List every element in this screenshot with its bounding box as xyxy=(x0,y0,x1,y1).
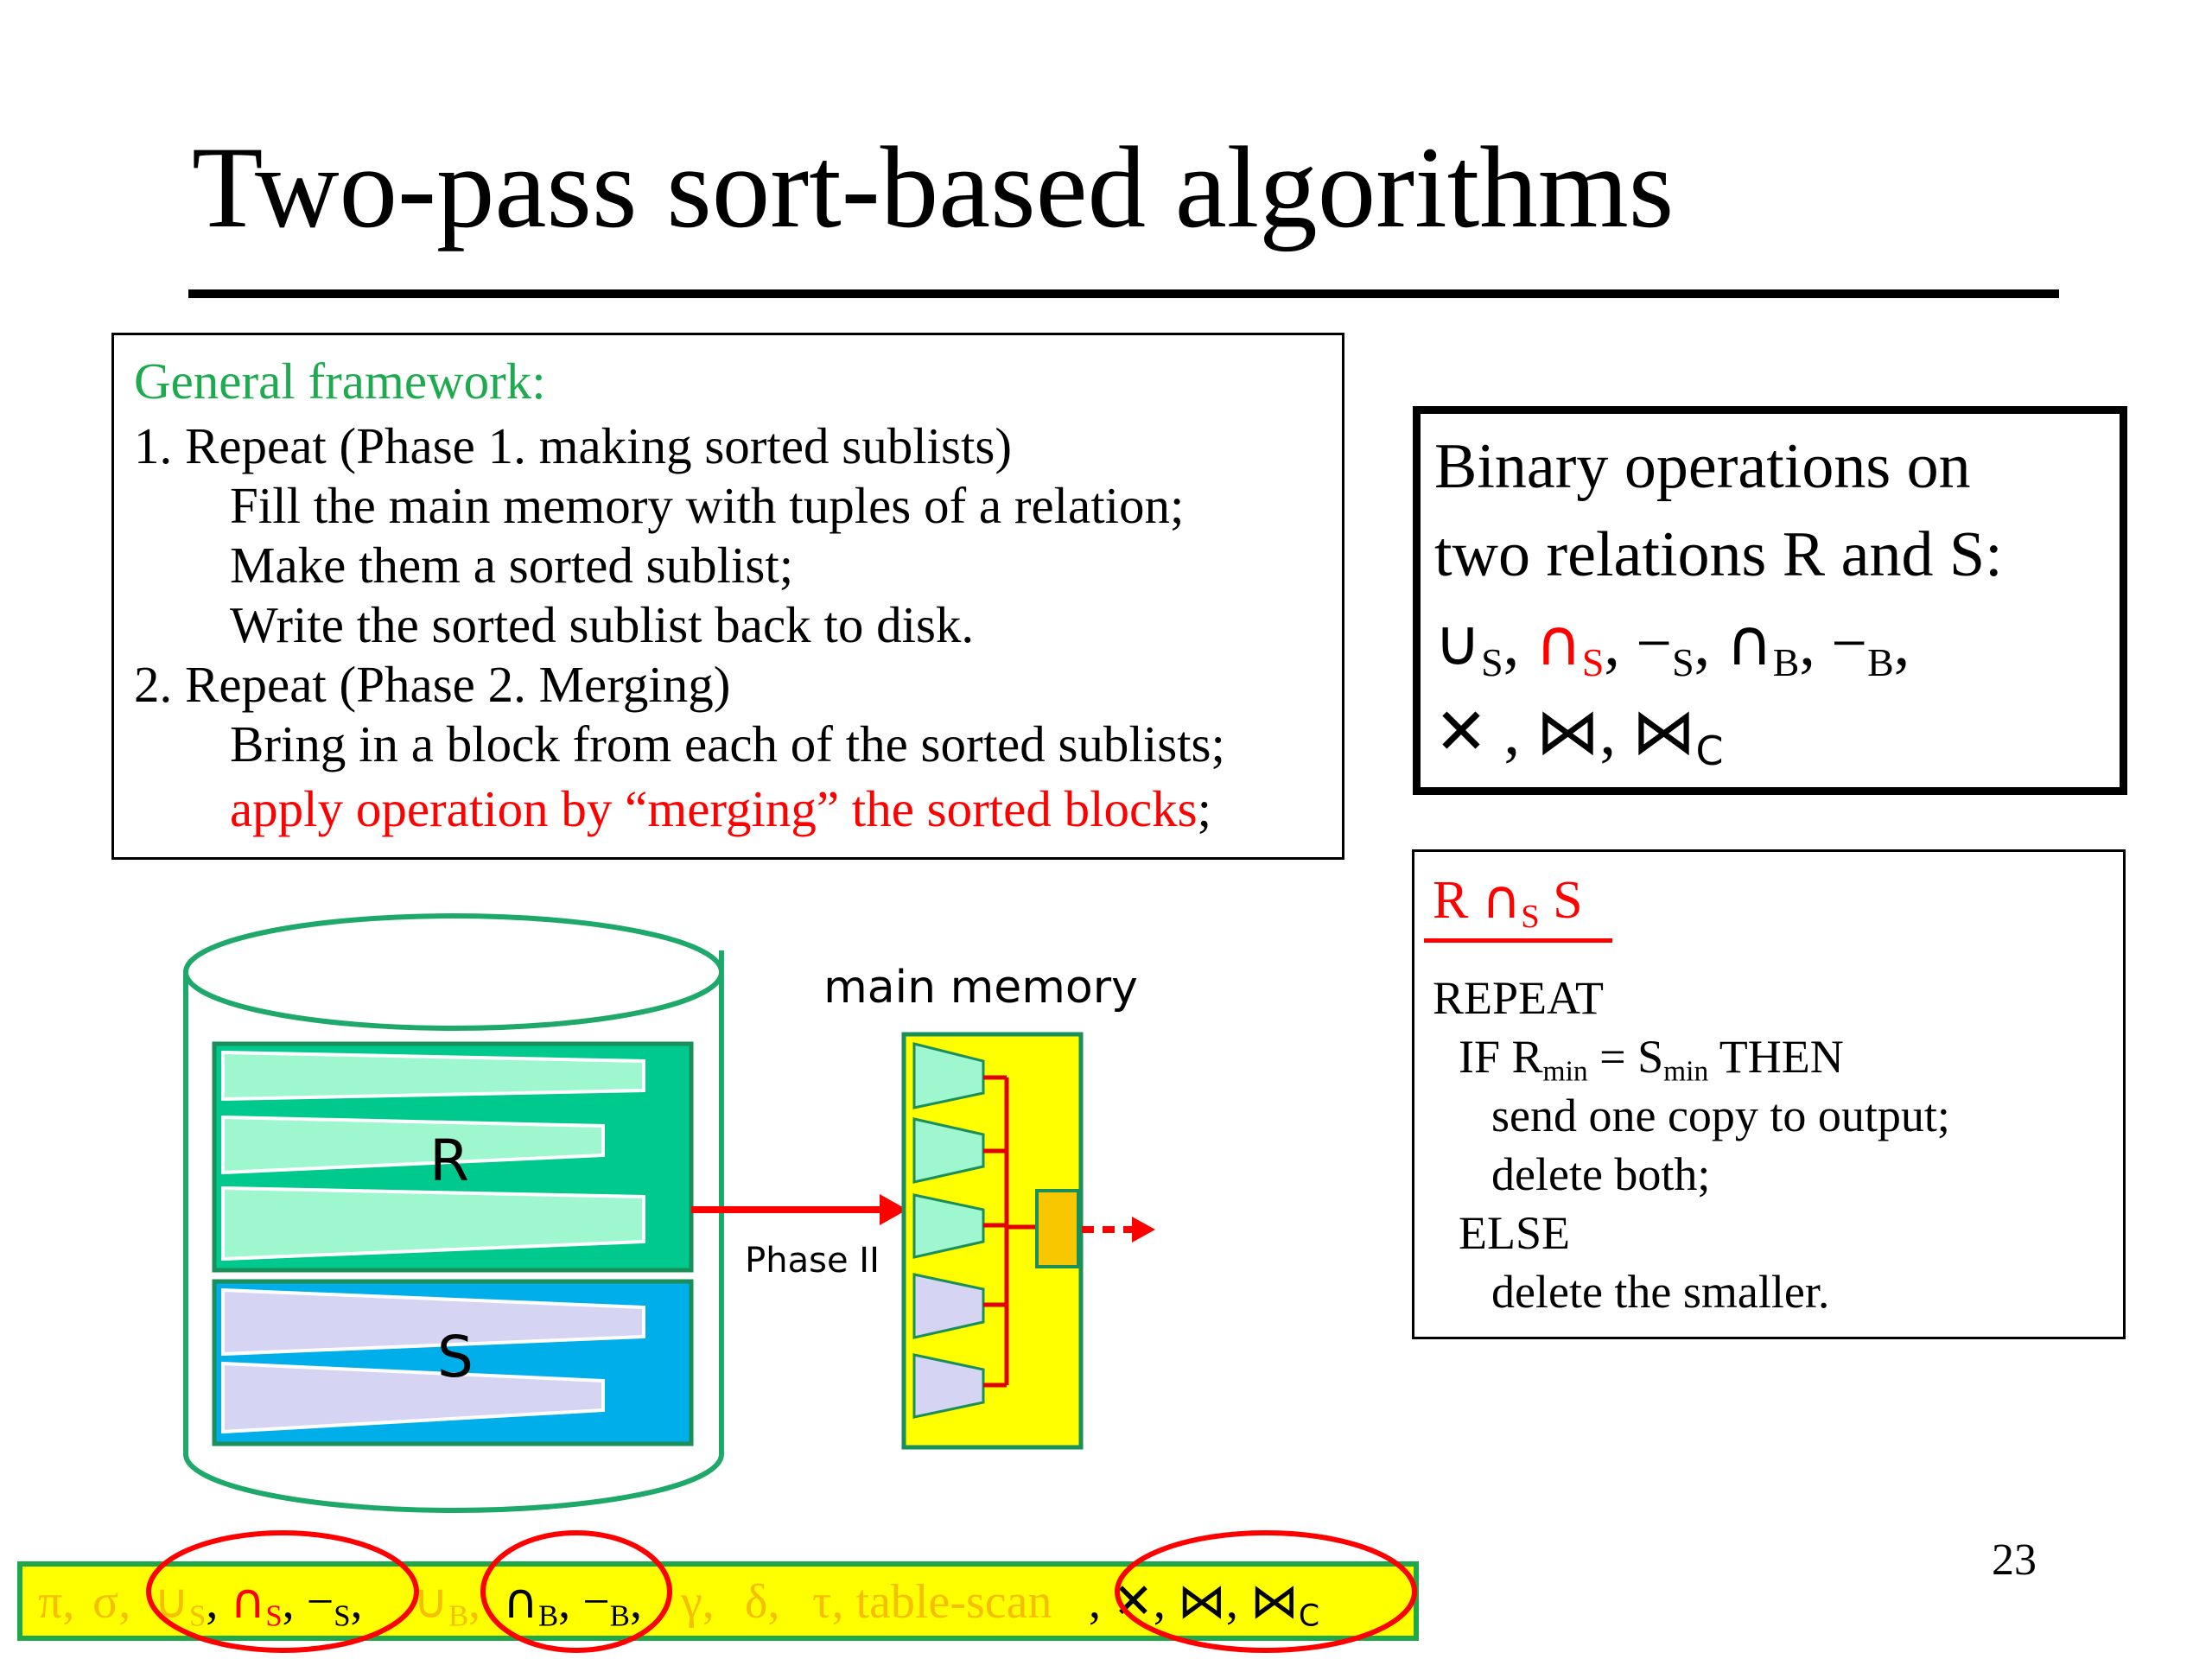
page-number: 23 xyxy=(1992,1535,2037,1585)
intersection-algorithm-box xyxy=(1412,849,2126,1339)
arrow-head-icon xyxy=(880,1194,907,1225)
s-sorted-sublist xyxy=(221,1287,645,1357)
algorithm-title: R ∩S S xyxy=(1433,868,1583,935)
relation-s-label: S xyxy=(437,1324,474,1390)
operator-intersect-set: ∩S xyxy=(230,1573,283,1633)
memory-buffer-s xyxy=(912,1273,985,1339)
framework-line-7: apply operation by “merging” the sorted … xyxy=(230,780,1212,837)
theta-join-icon: ⋈ xyxy=(1631,695,1696,769)
algorithm-if-line: IF Rmin = Smin THEN xyxy=(1459,1031,1844,1088)
memory-buffer-s xyxy=(912,1353,985,1419)
relation-r-label: R xyxy=(429,1128,469,1194)
r-sorted-sublist xyxy=(221,1115,605,1175)
cross-product-icon: ✕ xyxy=(1434,695,1489,769)
binary-ops-line-3: ∪S, ∩S, −S, ∩B, −B, xyxy=(1434,606,1910,684)
algorithm-repeat: REPEAT xyxy=(1433,972,1605,1024)
merge-connector xyxy=(983,1075,1037,1388)
memory-input-buffers xyxy=(912,1042,985,1419)
framework-heading: General framework: xyxy=(134,353,546,410)
intersect-set-symbol: ∩S xyxy=(1535,606,1605,684)
algorithm-send-line: send one copy to output; xyxy=(1491,1090,1950,1141)
framework-line-7-highlight: apply operation by “merging” the sorted … xyxy=(230,780,1198,837)
framework-line-1: 1. Repeat (Phase 1. making sorted sublis… xyxy=(134,417,1012,474)
operator-minus-bag: − xyxy=(582,1575,610,1629)
slide-title: Two-pass sort-based algorithms xyxy=(192,124,1675,252)
operator-intersect-bag: ∩ xyxy=(503,1573,538,1630)
highlight-circle-set-ops xyxy=(146,1530,419,1653)
natural-join-icon: ⋈ xyxy=(1177,1573,1226,1630)
binary-ops-line-4: ✕ , ⋈, ⋈C xyxy=(1434,695,1724,774)
algorithm-title-underline xyxy=(1424,938,1612,943)
memory-buffer-r xyxy=(912,1117,985,1184)
operator-minus-set: −S xyxy=(306,1575,351,1633)
minus-bag-symbol: − xyxy=(1831,608,1868,679)
general-framework-box xyxy=(111,333,1344,860)
operator-gamma: γ, xyxy=(681,1575,715,1629)
framework-line-3: Make them a sorted sublist; xyxy=(230,537,794,594)
main-memory-label: main memory xyxy=(823,962,1138,1014)
algorithm-delete-both: delete both; xyxy=(1491,1148,1711,1200)
binary-operations-box xyxy=(1413,406,2127,795)
binary-ops-line-2: two relations R and S: xyxy=(1434,519,2003,590)
phase-label: Phase II xyxy=(745,1241,880,1281)
framework-line-4: Write the sorted sublist back to disk. xyxy=(230,596,975,653)
operator-pi: π, xyxy=(38,1575,75,1629)
operator-bag-group: ∩B, −B, xyxy=(503,1573,654,1633)
title-underline xyxy=(188,289,2059,298)
operator-tau-table-scan: τ, table-scan xyxy=(812,1575,1052,1629)
framework-line-2: Fill the main memory with tuples of a re… xyxy=(230,477,1185,534)
natural-join-icon: ⋈ xyxy=(1535,695,1600,769)
operator-delta: δ, xyxy=(745,1575,780,1629)
union-set-symbol: ∪ xyxy=(1434,606,1482,680)
binary-ops-line-1: Binary operations on xyxy=(1434,431,1971,502)
highlight-circle-join-ops xyxy=(1115,1530,1417,1653)
theta-join-icon: ⋈ xyxy=(1249,1573,1299,1630)
s-sorted-sublist xyxy=(221,1361,605,1434)
intersect-bag-symbol: ∩ xyxy=(1726,606,1773,680)
algorithm-else: ELSE xyxy=(1459,1207,1570,1259)
output-buffer xyxy=(1035,1189,1080,1268)
memory-buffer-r xyxy=(912,1042,985,1109)
operator-sigma: σ, xyxy=(92,1575,131,1629)
output-arrow-head-icon xyxy=(1132,1217,1155,1243)
operator-set-group: ∪S, ∩S, −S, xyxy=(154,1573,375,1633)
operator-union-bag: ∪B, xyxy=(413,1573,493,1633)
highlight-circle-bag-ops xyxy=(480,1530,672,1653)
disk-cylinder xyxy=(183,913,724,1513)
algorithm-delete-smaller: delete the smaller. xyxy=(1491,1266,1830,1318)
framework-line-5: 2. Repeat (Phase 2. Merging) xyxy=(134,656,731,713)
r-sorted-sublist xyxy=(221,1185,645,1262)
r-sorted-sublist xyxy=(221,1050,645,1102)
framework-line-6: Bring in a block from each of the sorted… xyxy=(230,715,1225,772)
minus-set-symbol: − xyxy=(1636,608,1673,679)
memory-buffer-r xyxy=(912,1193,985,1259)
operator-bar xyxy=(17,1561,1419,1641)
